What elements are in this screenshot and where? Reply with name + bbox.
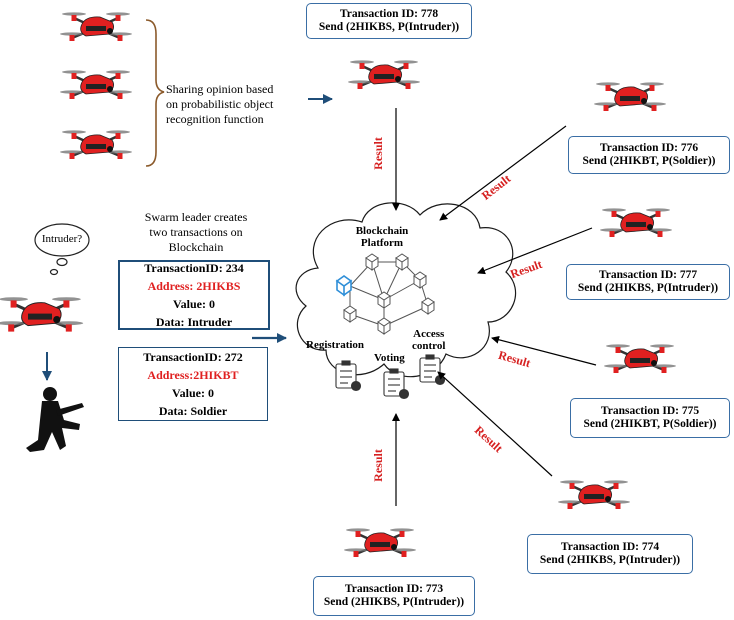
result-label-773: Result	[370, 449, 385, 482]
drone-776	[594, 82, 666, 111]
tx-773-id: Transaction ID: 773	[344, 583, 444, 595]
block-cube-7	[377, 317, 391, 335]
result-arrow-775	[491, 335, 597, 366]
block-cube-3	[377, 291, 391, 309]
tx-776-id: Transaction ID: 776	[599, 142, 699, 154]
drone-775	[604, 344, 676, 373]
swarm-leader-text: Swarm leader creates two transactions on…	[118, 210, 274, 255]
leader-tx-272-data: Data: Soldier	[158, 404, 228, 418]
transaction-box-776: Transaction ID: 776 Send (2HIKBT, P(Sold…	[568, 136, 730, 174]
leader-tx-272-id: TransactionID: 272	[143, 350, 243, 364]
access-control-label: Access control	[412, 328, 445, 352]
swarm-brace	[145, 19, 165, 167]
leader-tx-234-data: Data: Intruder	[155, 315, 233, 329]
drone-778	[348, 60, 420, 89]
drone-777	[600, 208, 672, 237]
sharing-opinion-line3: recognition function	[166, 112, 264, 126]
access-control-line1: Access	[413, 328, 445, 340]
result-label-778: Result	[370, 137, 385, 170]
result-arrow-777	[477, 227, 593, 275]
result-arrow-776	[439, 125, 567, 221]
block-cube-2	[395, 253, 409, 271]
blockchain-title-line2: Platform	[360, 237, 404, 249]
block-cube-5	[343, 305, 357, 323]
result-arrow-774	[437, 371, 553, 477]
transaction-box-777: Transaction ID: 777 Send (2HIKBS, P(Intr…	[566, 264, 730, 300]
transaction-box-774: Transaction ID: 774 Send (2HIKBS, P(Intr…	[527, 534, 693, 574]
block-cube-highlight	[335, 275, 353, 297]
block-cube-6	[421, 297, 435, 315]
soldier-silhouette	[26, 387, 84, 452]
leader-tx-272-address: Address:2HIKBT	[147, 368, 239, 382]
drone-swarm-1	[60, 12, 132, 41]
access-control-line2: control	[412, 340, 446, 352]
tx-777-id: Transaction ID: 777	[598, 269, 698, 281]
leader-tx-234-id: TransactionID: 234	[144, 261, 244, 275]
tx-774-send: Send (2HIKBS, P(Intruder))	[539, 554, 681, 566]
leader-transaction-272: TransactionID: 272 Address:2HIKBT Value:…	[118, 347, 268, 421]
tx-778-id: Transaction ID: 778	[339, 8, 439, 20]
tx-773-send: Send (2HIKBS, P(Intruder))	[323, 596, 465, 608]
sharing-opinion-text: Sharing opinion based on probabilistic o…	[166, 82, 306, 127]
leader-tx-234-address: Address: 2HIKBS	[147, 279, 241, 293]
blockchain-title-line1: Blockchain	[355, 225, 409, 237]
tx-777-send: Send (2HIKBS, P(Intruder))	[577, 282, 719, 294]
sharing-opinion-line1: Sharing opinion based	[166, 82, 274, 96]
drone-swarm-2	[60, 70, 132, 99]
drone-774	[558, 480, 630, 509]
tx-778-send: Send (2HIKBS, P(Intruder))	[318, 21, 460, 33]
cloud-shape	[295, 202, 517, 378]
sharing-opinion-line2: on probabilistic object	[166, 97, 274, 111]
swarm-leader-line2: two transactions on	[149, 225, 243, 239]
voting-clipboard-icon	[383, 368, 410, 400]
block-cube-4	[413, 271, 427, 289]
registration-clipboard-icon	[335, 360, 362, 392]
drone-swarm-3	[60, 130, 132, 159]
transaction-box-773: Transaction ID: 773 Send (2HIKBS, P(Intr…	[313, 576, 475, 616]
drone-leader	[0, 297, 84, 332]
tx-774-id: Transaction ID: 774	[560, 541, 660, 553]
swarm-leader-line3: Blockchain	[168, 240, 224, 254]
voting-label: Voting	[374, 352, 405, 364]
blockchain-network-icon	[335, 253, 435, 335]
thought-bubble-text: Intruder?	[41, 233, 83, 245]
leader-tx-272-value: Value: 0	[172, 386, 214, 400]
transaction-box-778: Transaction ID: 778 Send (2HIKBS, P(Intr…	[306, 3, 472, 39]
leader-transaction-234: TransactionID: 234 Address: 2HIKBS Value…	[118, 260, 270, 330]
tx-775-id: Transaction ID: 775	[600, 405, 700, 417]
tx-775-send: Send (2HIKBT, P(Soldier))	[583, 418, 717, 430]
thought-bubble	[34, 223, 90, 276]
tx-776-send: Send (2HIKBT, P(Soldier))	[582, 155, 716, 167]
leader-tx-234-value: Value: 0	[173, 297, 215, 311]
transaction-box-775: Transaction ID: 775 Send (2HIKBT, P(Sold…	[570, 398, 730, 438]
drone-773	[344, 528, 416, 557]
block-cube-1	[365, 253, 379, 271]
blockchain-platform-title: Blockchain Platform	[342, 225, 422, 249]
registration-label: Registration	[306, 339, 365, 351]
swarm-leader-line1: Swarm leader creates	[144, 210, 248, 224]
